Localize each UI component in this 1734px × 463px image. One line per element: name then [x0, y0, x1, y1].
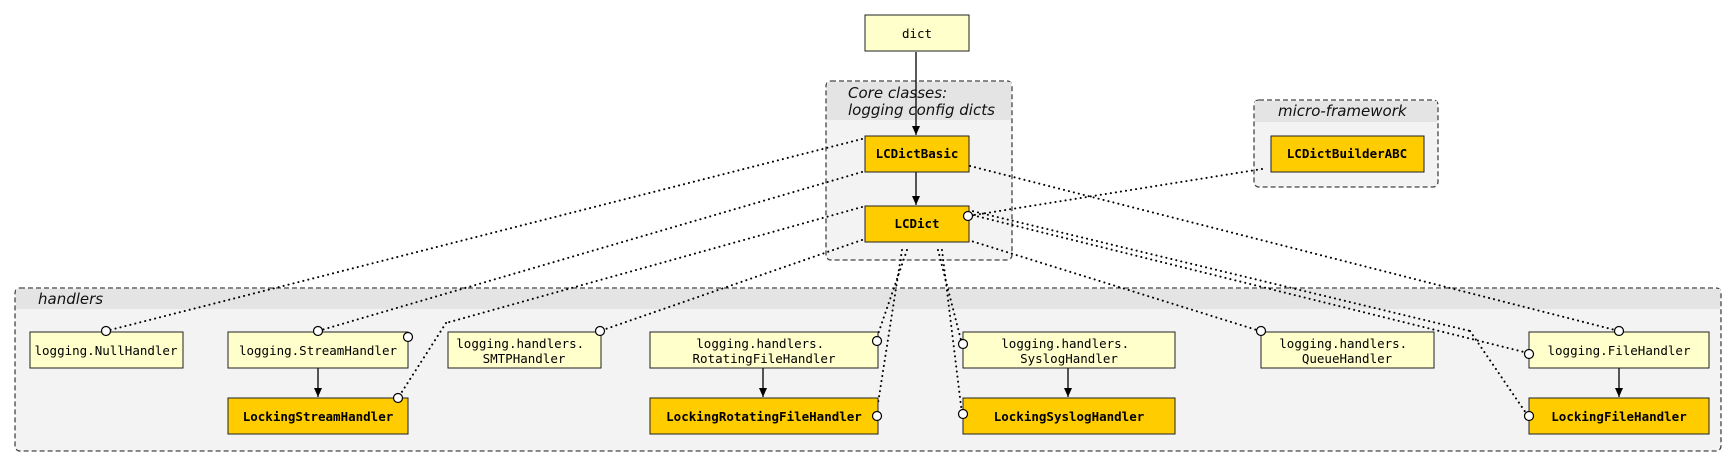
node-queuehandler-label-line1: logging.handlers. [1279, 336, 1407, 351]
lollipop-streamhandler-side [402, 331, 414, 343]
lollipop-queuehandler [1255, 325, 1267, 337]
node-lcdict[interactable]: LCDict [864, 205, 970, 243]
lollipop-lcdict [962, 210, 974, 222]
lollipop-markers [100, 210, 1625, 422]
node-lockingsysloghandler-label: LockingSyslogHandler [994, 409, 1145, 424]
group-core-label-line2: logging config dicts [848, 101, 995, 119]
lollipop-lockingsyslog [957, 408, 969, 420]
node-lcdictbasic[interactable]: LCDictBasic [864, 135, 970, 173]
lollipop-filehandler-top [1613, 325, 1625, 337]
group-handlers: handlers [14, 287, 1722, 452]
node-filehandler-label: logging.FileHandler [1548, 343, 1691, 358]
inheritance-arrows [314, 52, 1623, 397]
node-sysloghandler-label: logging.handlers. SyslogHandler [1001, 336, 1136, 366]
node-filehandler[interactable]: logging.FileHandler [1528, 331, 1710, 369]
node-rotatingfilehandler[interactable]: logging.handlers. RotatingFileHandler [649, 331, 879, 369]
lollipop-lockingstream [392, 392, 404, 404]
lollipop-streamhandler-top [312, 325, 324, 337]
group-handlers-label: handlers [38, 290, 103, 308]
group-core-label-line1: Core classes: [848, 84, 947, 102]
usage-line-smtphandler [599, 239, 863, 332]
node-sysloghandler-label-line1: logging.handlers. [1001, 336, 1129, 351]
node-lockingfilehandler[interactable]: LockingFileHandler [1528, 397, 1710, 435]
usage-line-filehandler [969, 165, 1620, 332]
node-lcdictbuilderabc-label: LCDictBuilderABC [1287, 146, 1407, 161]
node-streamhandler[interactable]: logging.StreamHandler [227, 331, 409, 369]
node-dict-label: dict [902, 26, 932, 41]
node-sysloghandler-label-line2: SyslogHandler [1020, 351, 1118, 366]
node-lockingsysloghandler[interactable]: LockingSyslogHandler [962, 397, 1176, 435]
node-rotatingfilehandler-label-line2: RotatingFileHandler [693, 351, 836, 366]
node-smtphandler[interactable]: logging.handlers. SMTPHandler [447, 331, 602, 369]
node-lockingstreamhandler[interactable]: LockingStreamHandler [227, 397, 409, 435]
lollipop-lockingrotating [871, 410, 883, 422]
node-lockingstreamhandler-label: LockingStreamHandler [243, 409, 394, 424]
node-smtphandler-label-line2: SMTPHandler [483, 351, 566, 366]
node-nullhandler[interactable]: logging.NullHandler [29, 331, 184, 369]
lollipop-filehandler-side [1523, 348, 1535, 360]
node-queuehandler-label-line2: QueueHandler [1302, 351, 1393, 366]
node-lockingrotatingfilehandler-label: LockingRotatingFileHandler [666, 409, 862, 424]
node-queuehandler[interactable]: logging.handlers. QueueHandler [1260, 331, 1435, 369]
lollipop-smtphandler [594, 325, 606, 337]
node-lockingfilehandler-label: LockingFileHandler [1551, 409, 1687, 424]
node-smtphandler-label: logging.handlers. SMTPHandler [456, 336, 591, 366]
lollipop-rotating [871, 335, 883, 347]
usage-line-rotating [875, 249, 908, 341]
usage-line-syslog [937, 249, 963, 345]
node-dict[interactable]: dict [864, 14, 970, 52]
usage-line-lockingfile-upper [967, 209, 1471, 332]
lollipop-nullhandler [100, 325, 112, 337]
node-streamhandler-label: logging.StreamHandler [239, 343, 398, 358]
usage-lines [105, 138, 1620, 417]
lollipop-lockingfile [1523, 410, 1535, 422]
usage-line-lockingsyslog [941, 249, 963, 415]
node-lockingrotatingfilehandler[interactable]: LockingRotatingFileHandler [649, 397, 879, 435]
group-micro-label: micro-framework [1278, 102, 1408, 120]
node-lcdictbuilderabc[interactable]: LCDictBuilderABC [1270, 135, 1425, 173]
node-rotatingfilehandler-label-line1: logging.handlers. [696, 336, 824, 351]
usage-line-lockingfile-a [967, 213, 1529, 354]
usage-line-lockingstream [445, 206, 863, 324]
usage-line-lockingfile [1469, 330, 1529, 417]
node-queuehandler-label: logging.handlers. QueueHandler [1279, 336, 1414, 366]
node-sysloghandler[interactable]: logging.handlers. SyslogHandler [962, 331, 1176, 369]
lollipop-syslog [957, 338, 969, 350]
node-lcdict-label: LCDict [894, 216, 939, 231]
node-rotatingfilehandler-label: logging.handlers. RotatingFileHandler [693, 336, 836, 366]
group-core-label: Core classes:logging config dicts [848, 84, 995, 119]
usage-line-builder [967, 168, 1263, 217]
usage-line-lockingstream-lower [397, 322, 447, 399]
node-nullhandler-label: logging.NullHandler [35, 343, 178, 358]
usage-line-queuehandler [967, 239, 1261, 332]
node-smtphandler-label-line1: logging.handlers. [456, 336, 584, 351]
node-lcdictbasic-label: LCDictBasic [876, 146, 959, 161]
